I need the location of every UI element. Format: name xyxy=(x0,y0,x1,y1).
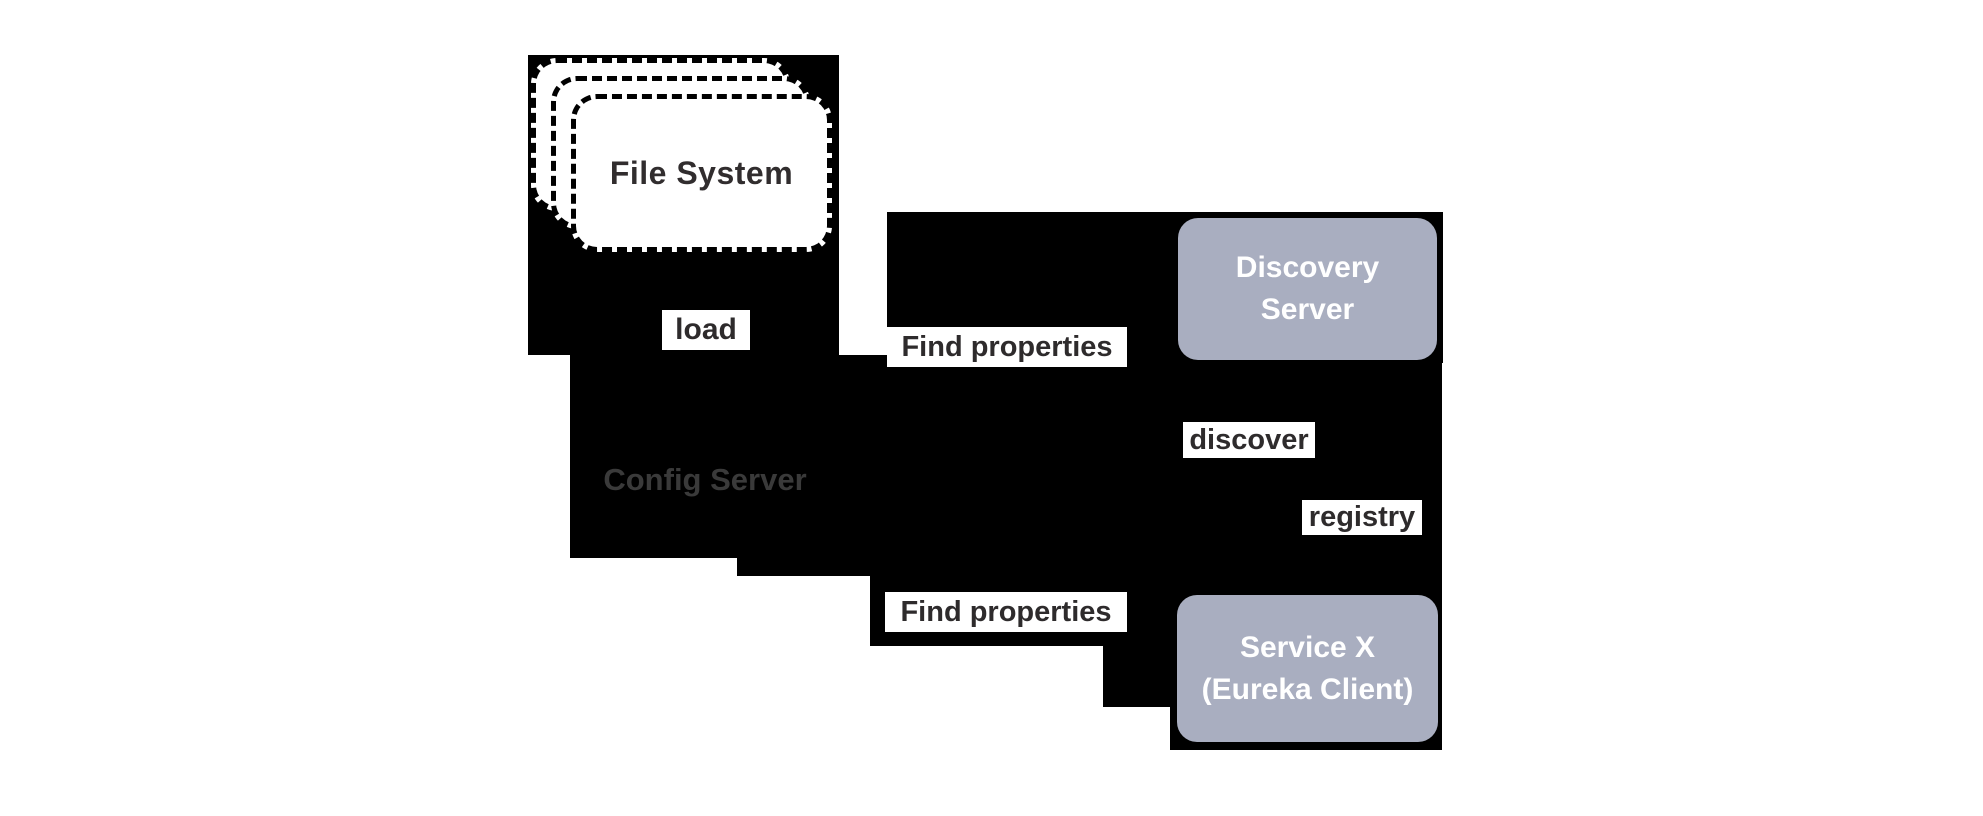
service-x-label-line2: (Eureka Client) xyxy=(1201,672,1414,706)
service-x-node: Service X (Eureka Client) xyxy=(1177,595,1438,742)
service-x-label-line1: Service X xyxy=(1239,630,1376,664)
discovery-server-node: Discovery Server xyxy=(1178,218,1437,360)
file-system-label: File System xyxy=(609,154,794,191)
discovery-server-label-line2: Server xyxy=(1260,293,1355,326)
edge-label-discover: discover xyxy=(1183,422,1315,458)
black-region-step-1 xyxy=(737,558,1103,576)
edge-label-find-properties-top: Find properties xyxy=(887,327,1127,367)
edge-label-load: load xyxy=(662,310,750,350)
edge-label-registry: registry xyxy=(1302,500,1422,535)
black-region-step-3 xyxy=(1103,558,1170,707)
edge-label-find-properties-bottom: Find properties xyxy=(885,592,1127,632)
discovery-server-label-line1: Discovery xyxy=(1235,251,1380,284)
config-server-label: Config Server xyxy=(603,462,807,497)
file-system-node: File System xyxy=(571,94,832,252)
